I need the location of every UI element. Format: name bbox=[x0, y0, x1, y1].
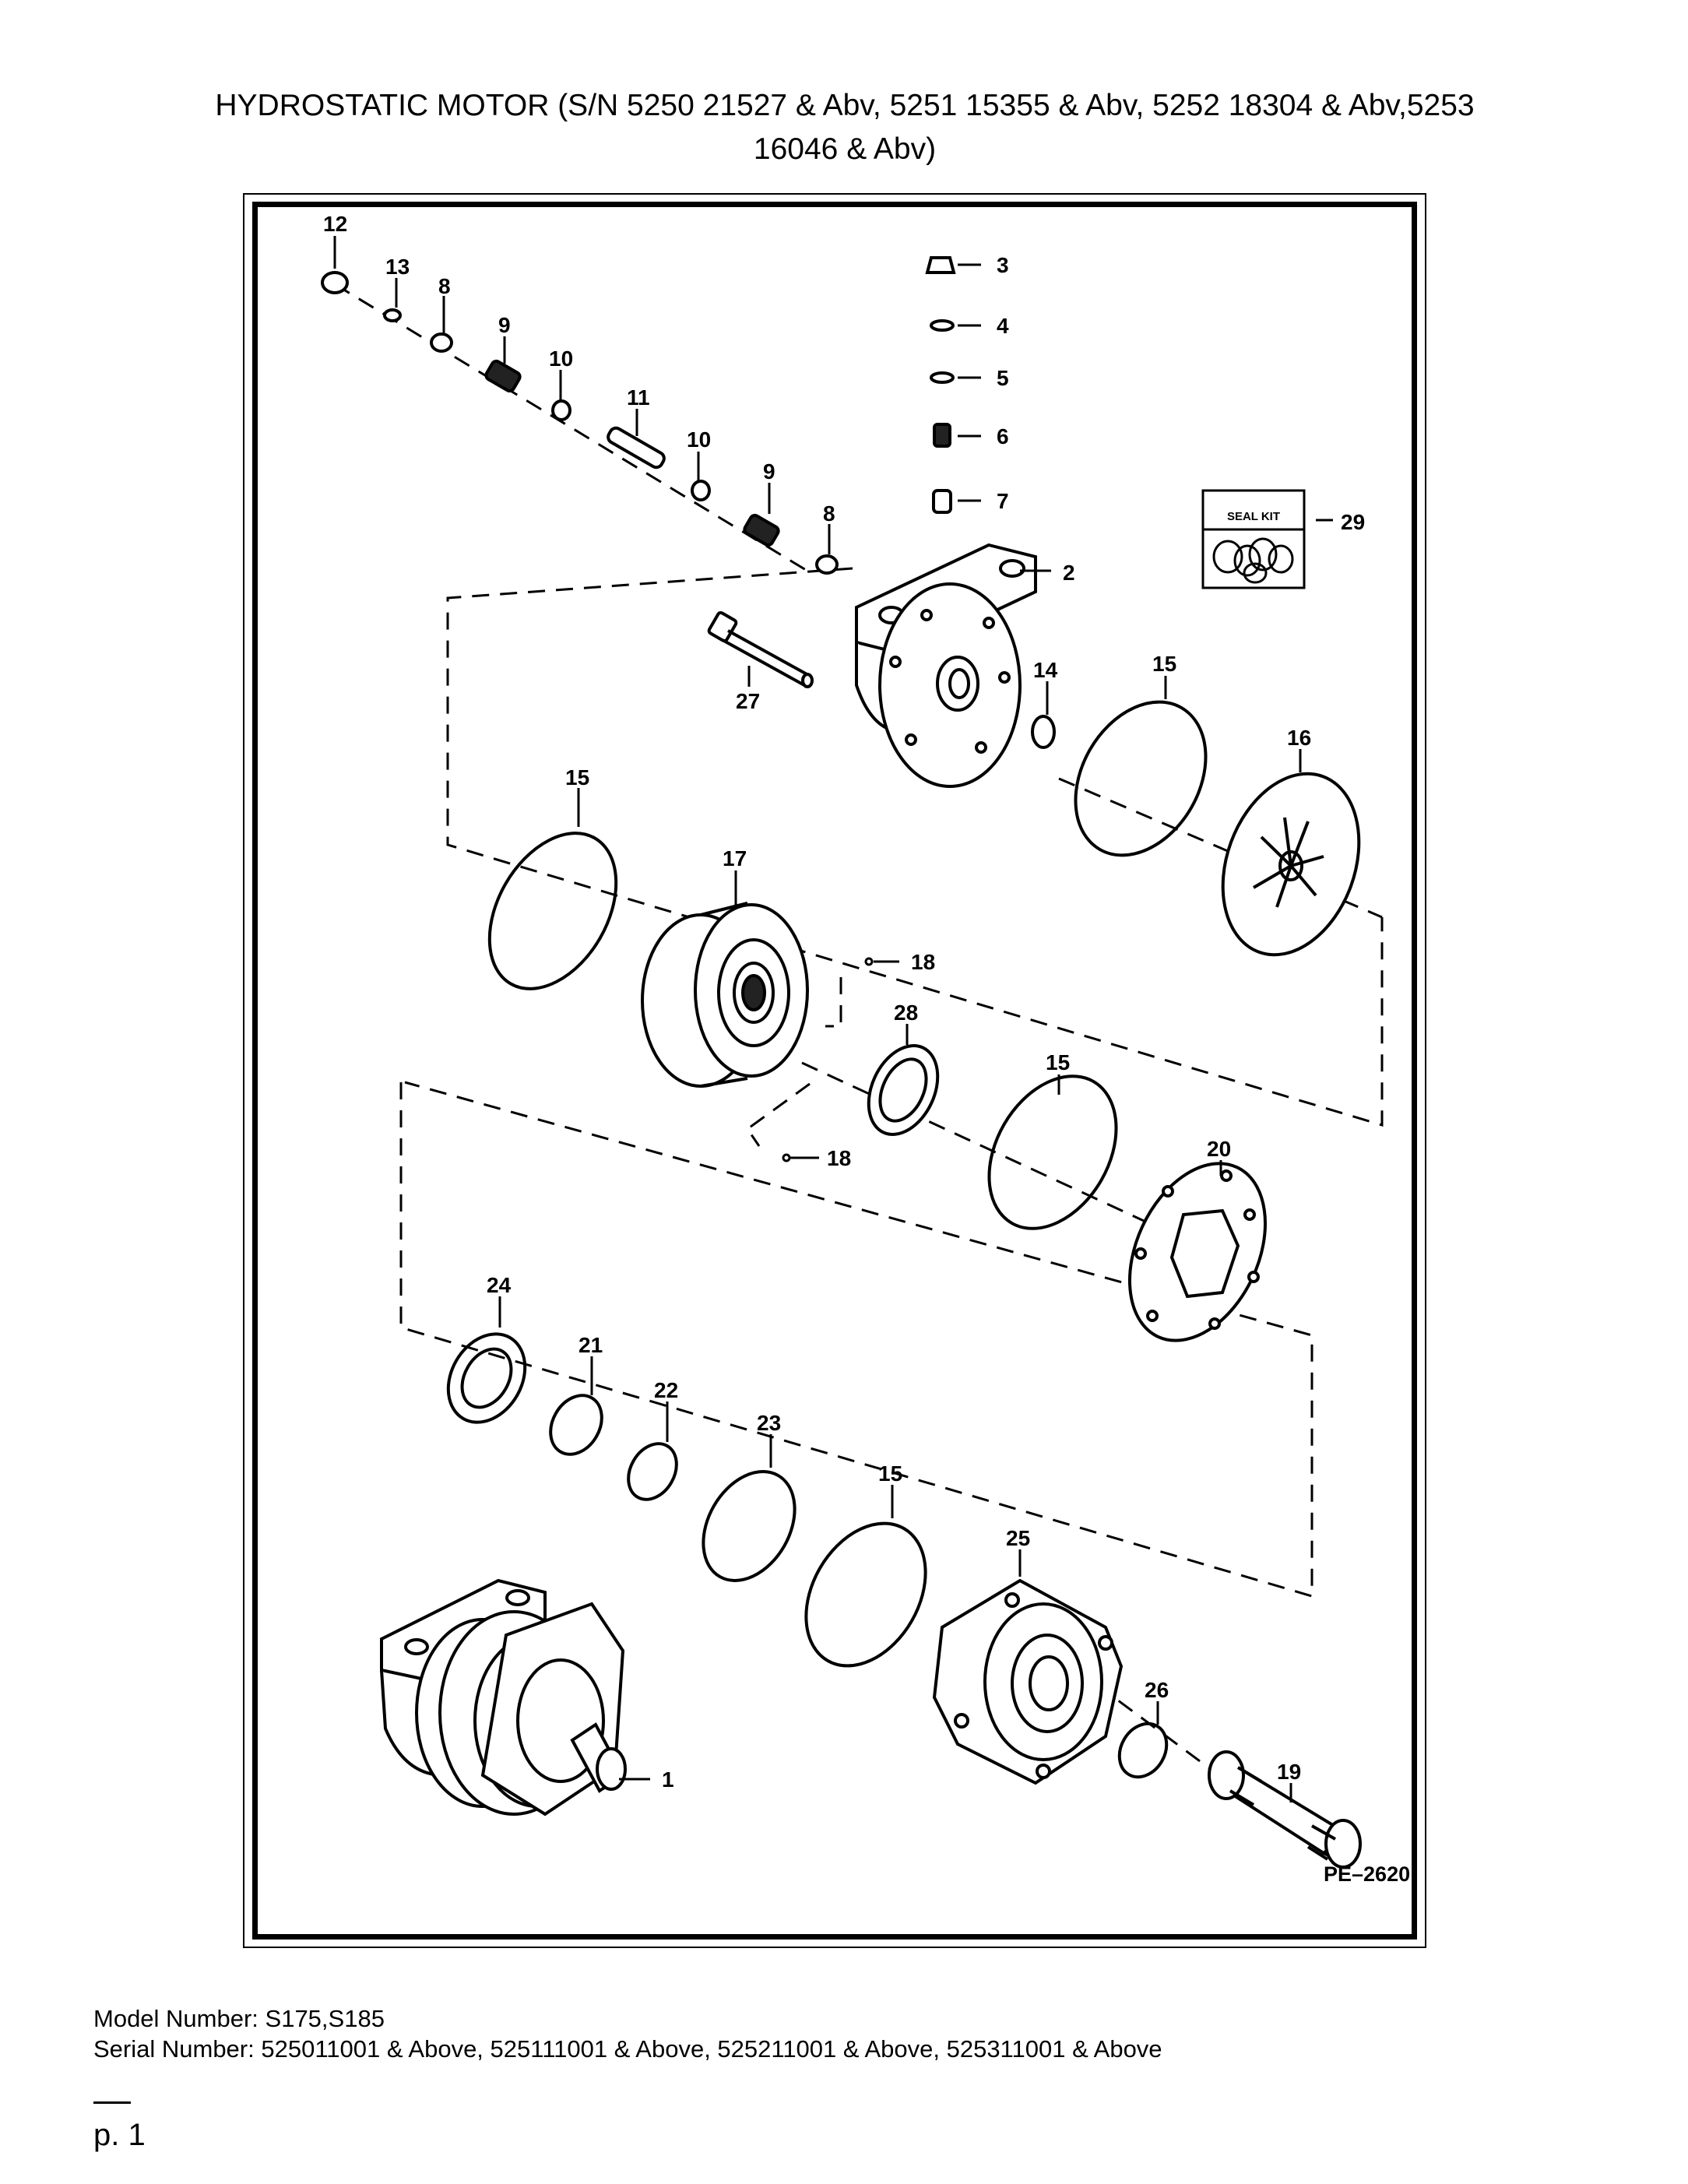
callout-3: 3 bbox=[997, 253, 1009, 277]
callout-18b: 18 bbox=[827, 1146, 851, 1170]
part-23-ring bbox=[702, 1470, 797, 1582]
callout-15b: 15 bbox=[565, 765, 589, 790]
callout-9a: 9 bbox=[498, 313, 511, 337]
callout-22: 22 bbox=[654, 1378, 678, 1402]
part-5-oring bbox=[930, 371, 955, 384]
page-number: p. 1 bbox=[93, 2118, 146, 2152]
guide-main-axis bbox=[334, 283, 811, 574]
part-10-ball-a bbox=[551, 399, 571, 421]
callout-24: 24 bbox=[487, 1273, 512, 1297]
check-valve-stack bbox=[925, 256, 956, 514]
part-18-ball-a bbox=[864, 957, 874, 966]
part-8-seat-b bbox=[815, 554, 839, 575]
part-28-spacer bbox=[867, 1044, 940, 1136]
part-6-spring bbox=[933, 423, 951, 448]
callout-20: 20 bbox=[1207, 1137, 1231, 1161]
callout-26: 26 bbox=[1145, 1678, 1169, 1702]
part-15-oring-d bbox=[804, 1521, 927, 1668]
model-number: Model Number: S175,S185 bbox=[93, 2005, 385, 2032]
callout-17: 17 bbox=[723, 846, 747, 870]
callout-28: 28 bbox=[894, 1001, 918, 1025]
part-14-oring bbox=[1031, 715, 1056, 749]
part-22-ring bbox=[627, 1442, 678, 1501]
guide-mid-box bbox=[399, 1081, 1313, 1598]
title-line-1: HYDROSTATIC MOTOR (S/N 5250 21527 & Abv,… bbox=[215, 89, 1475, 122]
callout-7: 7 bbox=[997, 489, 1009, 513]
part-13-oring bbox=[383, 308, 402, 322]
callout-8a: 8 bbox=[438, 274, 451, 298]
callout-16: 16 bbox=[1287, 726, 1311, 750]
callout-10b: 10 bbox=[687, 427, 711, 452]
callout-11: 11 bbox=[627, 385, 650, 410]
part-25-bearing-housing bbox=[932, 1578, 1124, 1785]
guide-upper-box bbox=[446, 567, 1384, 1127]
relief-valve-parts bbox=[321, 271, 839, 575]
callout-15c: 15 bbox=[1046, 1050, 1070, 1074]
part-9-spring-b bbox=[743, 513, 780, 547]
page-title: HYDROSTATIC MOTOR (S/N 5250 21527 & Abv,… bbox=[93, 84, 1596, 171]
callout-numbers: 12 13 8 9 10 11 10 9 8 3 4 5 6 7 2 29 27… bbox=[323, 212, 1365, 1792]
drawing-reference: PE–2620 bbox=[1324, 1862, 1411, 1886]
part-15-oring-b bbox=[487, 832, 618, 990]
part-9-spring-a bbox=[484, 359, 522, 393]
leader-lines bbox=[333, 236, 1333, 1802]
guide-18-top bbox=[825, 977, 842, 1028]
part-24-washer bbox=[446, 1332, 527, 1424]
part-1-assembled-motor bbox=[380, 1578, 627, 1816]
seal-kit-label: SEAL KIT bbox=[1227, 510, 1280, 523]
callout-14: 14 bbox=[1033, 658, 1058, 682]
callout-21: 21 bbox=[578, 1333, 603, 1357]
part-15-oring-a bbox=[1074, 700, 1208, 857]
guide-18-bottom bbox=[745, 1082, 811, 1147]
part-3-plug bbox=[925, 256, 956, 274]
callout-18a: 18 bbox=[911, 950, 935, 974]
diagram-frame-outer bbox=[243, 193, 1426, 1948]
seal-rings bbox=[446, 700, 1208, 1779]
callout-19: 19 bbox=[1277, 1760, 1301, 1784]
callout-9b: 9 bbox=[763, 459, 775, 484]
part-27-bolt bbox=[707, 610, 814, 688]
callout-13: 13 bbox=[385, 255, 410, 279]
callout-27: 27 bbox=[736, 689, 760, 713]
callout-29: 29 bbox=[1341, 510, 1365, 534]
part-24-washer-inner bbox=[460, 1347, 513, 1409]
part-20-wear-plate bbox=[1127, 1162, 1268, 1342]
footer-divider bbox=[93, 2101, 131, 2104]
part-16-valve-plate bbox=[1221, 772, 1361, 957]
callout-10a: 10 bbox=[549, 346, 573, 371]
part-12-plug bbox=[321, 271, 349, 294]
serial-number: Serial Number: 525011001 & Above, 525111… bbox=[93, 2035, 1162, 2063]
part-18-ball-b bbox=[782, 1153, 791, 1162]
part-29-seal-kit bbox=[1201, 489, 1306, 589]
callout-15d: 15 bbox=[878, 1461, 902, 1486]
part-8-seat-a bbox=[430, 332, 453, 353]
callout-6: 6 bbox=[997, 424, 1009, 448]
part-2-end-housing bbox=[855, 543, 1037, 788]
part-17-gerotor bbox=[641, 902, 809, 1088]
part-7-poppet bbox=[932, 489, 952, 514]
title-line-2: 16046 & Abv) bbox=[753, 132, 937, 166]
diagram-frame bbox=[252, 202, 1417, 1940]
callout-25: 25 bbox=[1006, 1526, 1030, 1550]
seal-kit-box bbox=[1201, 489, 1306, 589]
callout-12: 12 bbox=[323, 212, 347, 236]
part-10-ball-b bbox=[691, 480, 711, 501]
callout-8b: 8 bbox=[823, 501, 835, 526]
part-21-ring bbox=[549, 1394, 603, 1456]
callout-2: 2 bbox=[1063, 561, 1075, 585]
callout-15a: 15 bbox=[1152, 652, 1176, 676]
callout-5: 5 bbox=[997, 366, 1009, 390]
part-19-shaft bbox=[1208, 1750, 1362, 1869]
part-15-oring-c bbox=[987, 1074, 1118, 1230]
part-11-spool bbox=[607, 426, 666, 470]
part-4-oring bbox=[930, 319, 955, 332]
part-26-ring bbox=[1117, 1722, 1169, 1779]
callout-1: 1 bbox=[662, 1767, 674, 1792]
callout-23: 23 bbox=[757, 1411, 781, 1435]
callout-4: 4 bbox=[997, 314, 1009, 338]
